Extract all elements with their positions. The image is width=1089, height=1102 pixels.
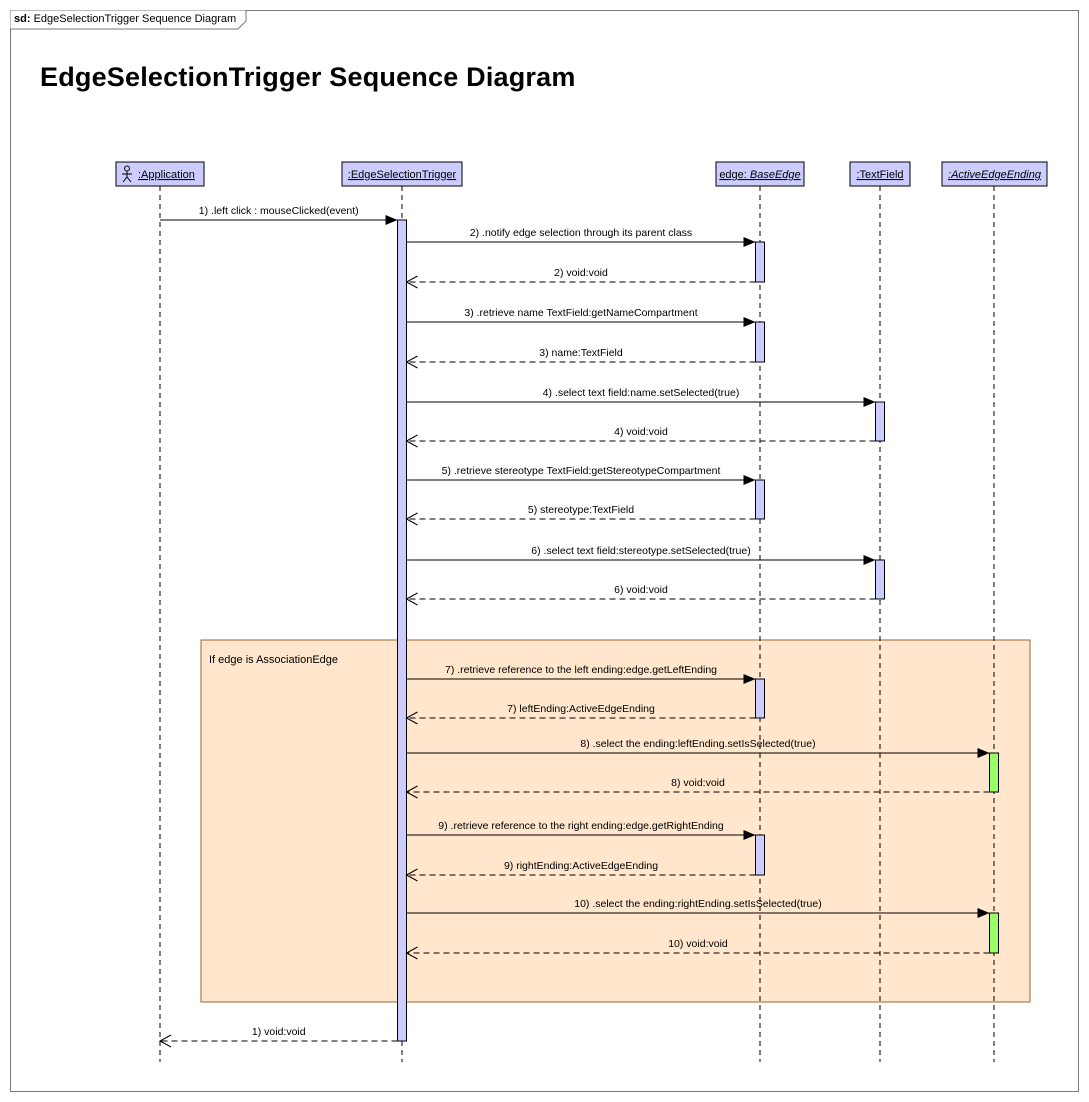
lifeline-header-edge[interactable]: edge: BaseEdge [715, 161, 805, 187]
message-r10[interactable]: 10) void:void [405, 938, 990, 960]
message-label: 7) .retrieve reference to the left endin… [445, 664, 717, 676]
lifeline-header-app[interactable]: :Application [115, 161, 205, 187]
activation-bar-edge [755, 678, 765, 719]
message-label: 9) .retrieve reference to the right endi… [438, 820, 724, 832]
lifeline-header-textfield[interactable]: :TextField [849, 161, 911, 187]
lifeline-label-textfield: :TextField [856, 169, 903, 181]
message-label: 7) leftEnding:ActiveEdgeEnding [507, 703, 655, 715]
message-m7[interactable]: 7) .retrieve reference to the left endin… [406, 664, 756, 684]
lifeline-box [715, 161, 805, 187]
message-label: 8) .select the ending:leftEnding.setIsSe… [580, 738, 815, 750]
message-m9[interactable]: 9) .retrieve reference to the right endi… [406, 820, 756, 840]
lifeline-label-prefix: edge: [719, 169, 747, 181]
lifeline-box [941, 161, 1048, 187]
diagram-title: EdgeSelectionTrigger Sequence Diagram [40, 62, 576, 92]
activation-bar-textfield [875, 401, 885, 442]
message-label: 1) void:void [252, 1026, 306, 1038]
message-label: 3) .retrieve name TextField:getNameCompa… [464, 307, 697, 319]
message-label: 8) void:void [671, 777, 725, 789]
frame-tab-label: sd: EdgeSelectionTrigger Sequence Diagra… [14, 13, 236, 25]
message-label: 6) void:void [614, 584, 668, 596]
lifeline-header-ending[interactable]: :ActiveEdgeEnding [941, 161, 1048, 187]
message-m10[interactable]: 10) .select the ending:rightEnding.setIs… [406, 898, 990, 918]
message-m2[interactable]: 2) .notify edge selection through its pa… [406, 227, 756, 247]
activation-bar-edge [755, 479, 765, 520]
lifeline-label-trigger: :EdgeSelectionTrigger [348, 169, 457, 181]
message-label: 9) rightEnding:ActiveEdgeEnding [504, 860, 658, 872]
message-label: 3) name:TextField [539, 347, 623, 359]
activation-bar-textfield [875, 559, 885, 600]
message-label: 4) void:void [614, 426, 668, 438]
lifeline-label-ending: :ActiveEdgeEnding [948, 169, 1042, 181]
message-label: 5) .retrieve stereotype TextField:getSte… [442, 465, 721, 477]
message-label: 5) stereotype:TextField [528, 504, 634, 516]
lifeline-box [341, 161, 463, 187]
message-r1[interactable]: 1) void:void [158, 1026, 398, 1048]
message-m5[interactable]: 5) .retrieve stereotype TextField:getSte… [406, 465, 756, 485]
frame-tab: sd: EdgeSelectionTrigger Sequence Diagra… [10, 10, 250, 30]
message-r9[interactable]: 9) rightEnding:ActiveEdgeEnding [405, 860, 756, 882]
message-m8[interactable]: 8) .select the ending:leftEnding.setIsSe… [406, 738, 990, 758]
return-arrowhead [158, 1034, 172, 1048]
message-label: 2) void:void [554, 267, 608, 279]
message-r2[interactable]: 2) void:void [405, 267, 756, 289]
activation-bar-ending [989, 912, 999, 954]
fragment-guard: If edge is AssociationEdge [209, 654, 338, 666]
message-label: 1) .left click : mouseClicked(event) [199, 205, 359, 217]
message-label: 6) .select text field:stereotype.setSele… [531, 545, 750, 557]
message-r5[interactable]: 5) stereotype:TextField [405, 504, 756, 526]
activation-bar-trigger [397, 219, 407, 1042]
lifeline-label-text: :Application [138, 169, 195, 181]
activation-bar-ending [989, 752, 999, 793]
message-label: 2) .notify edge selection through its pa… [470, 227, 692, 239]
return-arrowhead [405, 512, 418, 526]
return-arrowhead [405, 355, 418, 369]
lifeline-header-trigger[interactable]: :EdgeSelectionTrigger [341, 161, 463, 187]
return-arrowhead [405, 868, 418, 882]
message-r8[interactable]: 8) void:void [405, 777, 990, 799]
lifeline-label-text: :ActiveEdgeEnding [948, 169, 1042, 181]
return-arrowhead [405, 785, 418, 799]
return-arrowhead [405, 275, 418, 289]
lifeline-label-text: :EdgeSelectionTrigger [348, 169, 457, 181]
lifeline-label-edge: edge: BaseEdge [719, 169, 800, 181]
message-label: 4) .select text field:name.setSelected(t… [543, 387, 740, 399]
return-arrowhead [405, 434, 418, 448]
message-m1[interactable]: 1) .left click : mouseClicked(event) [160, 205, 398, 225]
lifeline-label-text: :TextField [856, 169, 903, 181]
activation-bar-edge [755, 321, 765, 363]
diagram-frame [10, 10, 1079, 1092]
message-m6[interactable]: 6) .select text field:stereotype.setSele… [406, 545, 876, 565]
activation-bar-edge [755, 834, 765, 876]
message-m4[interactable]: 4) .select text field:name.setSelected(t… [406, 387, 876, 407]
message-r4[interactable]: 4) void:void [405, 426, 876, 448]
actor-icon [122, 165, 132, 183]
return-arrowhead [405, 592, 418, 606]
message-r7[interactable]: 7) leftEnding:ActiveEdgeEnding [405, 703, 756, 725]
message-label: 10) .select the ending:rightEnding.setIs… [574, 898, 821, 910]
message-label: 10) void:void [668, 938, 728, 950]
frame-name: EdgeSelectionTrigger Sequence Diagram [33, 13, 237, 25]
lifeline-box [849, 161, 911, 187]
message-m3[interactable]: 3) .retrieve name TextField:getNameCompa… [406, 307, 756, 327]
lifeline-label-text: BaseEdge [747, 169, 801, 181]
message-r3[interactable]: 3) name:TextField [405, 347, 756, 369]
return-arrowhead [405, 711, 418, 725]
activation-bar-edge [755, 241, 765, 283]
alt-fragment [200, 639, 1031, 1003]
lifeline-label-app: :Application [138, 169, 195, 181]
return-arrowhead [405, 946, 418, 960]
frame-keyword: sd: [14, 13, 31, 25]
message-r6[interactable]: 6) void:void [405, 584, 876, 606]
